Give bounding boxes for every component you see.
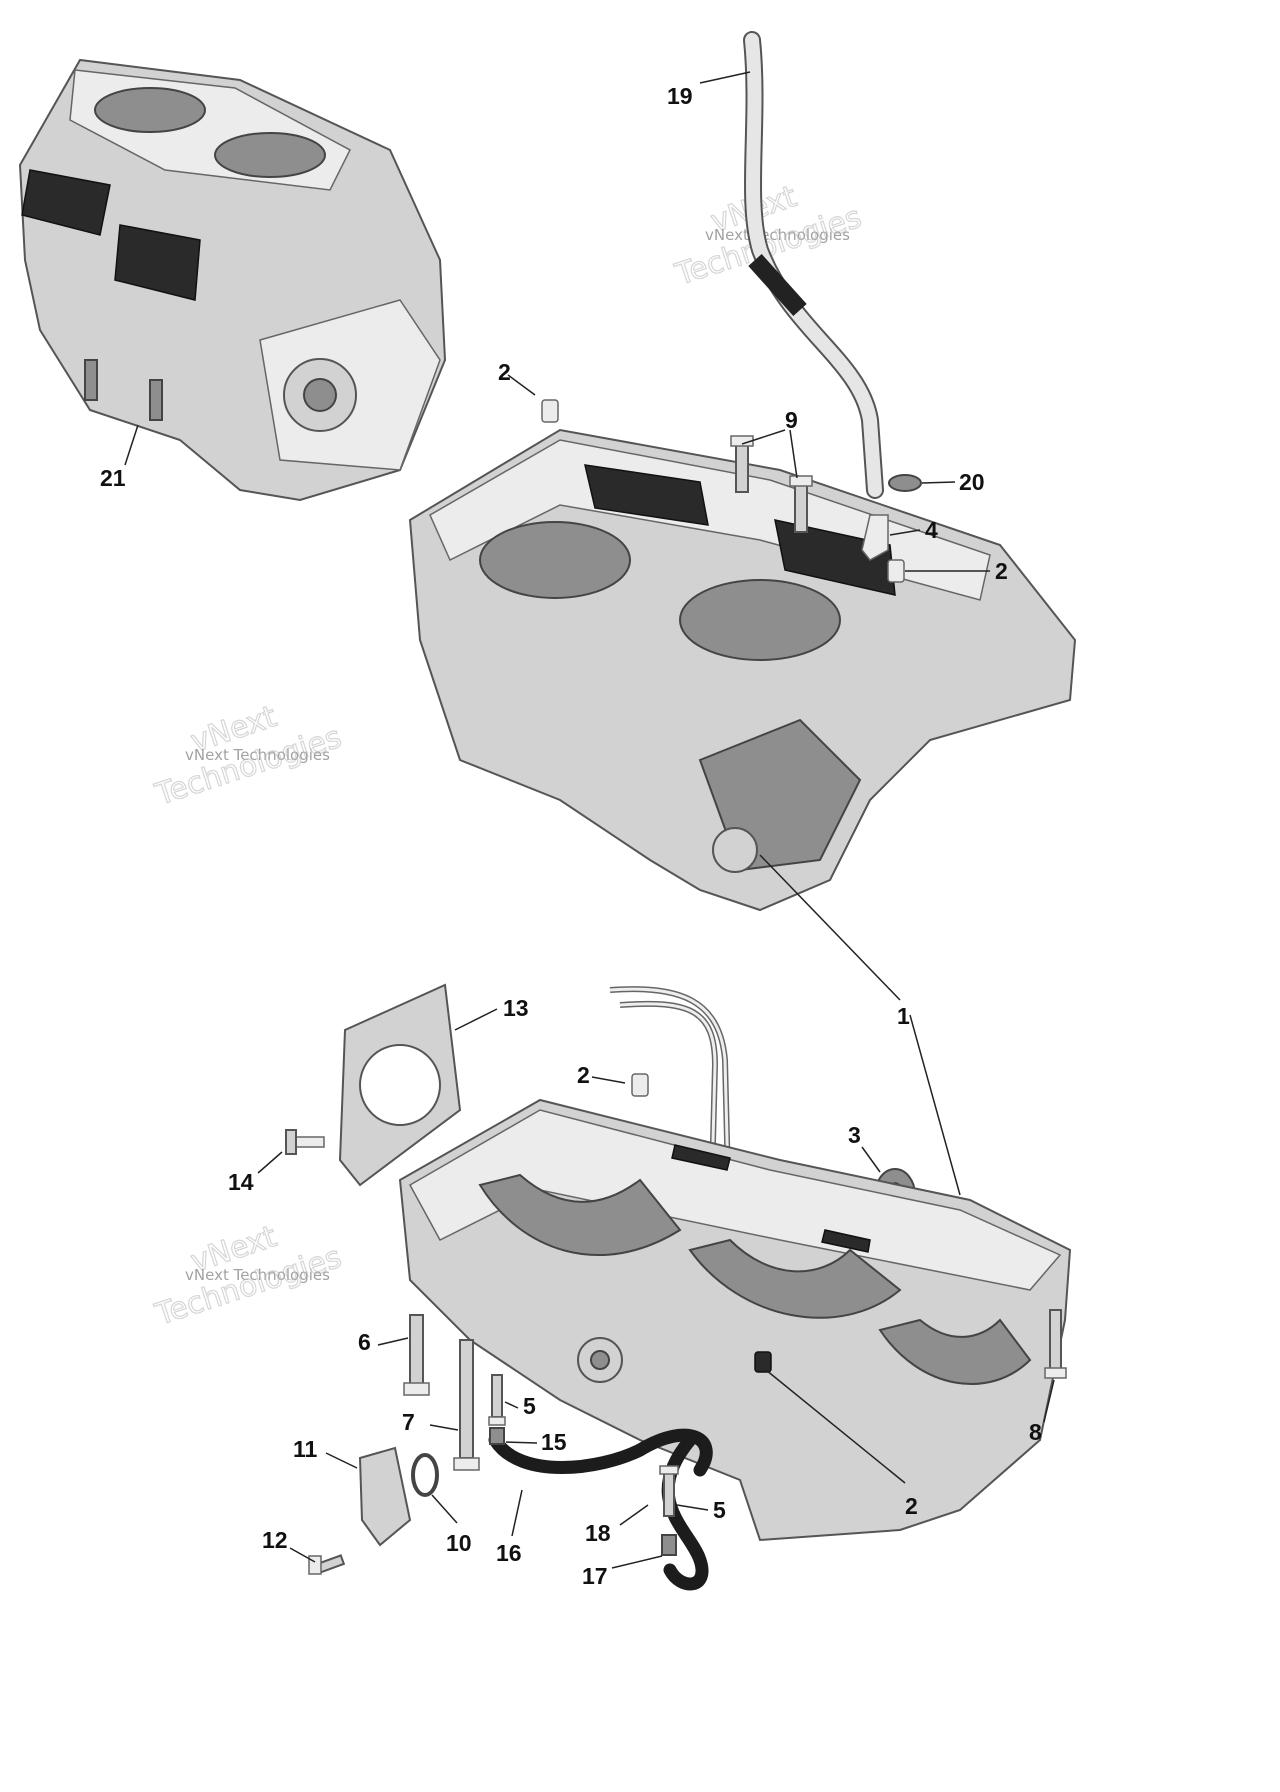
callout-9: 9 — [785, 407, 798, 433]
svg-text:vNext Technologies: vNext Technologies — [185, 746, 330, 764]
callout-12: 12 — [262, 1527, 288, 1553]
callout-20: 20 — [959, 469, 985, 495]
hose-clamp-illustration — [888, 474, 922, 492]
callout-1: 1 — [897, 1003, 910, 1029]
callout-21: 21 — [100, 465, 126, 491]
bolt-7-illustration — [453, 1339, 480, 1471]
cover-11-illustration — [358, 1446, 412, 1547]
oil-tubes-illustration — [609, 986, 731, 1181]
callout-2-bottom: 2 — [905, 1493, 918, 1519]
callout-2-mid: 2 — [577, 1062, 590, 1088]
callout-11: 11 — [293, 1436, 318, 1462]
hose-16-illustration — [488, 1428, 713, 1477]
callout-labels: 19 2 9 20 4 2 21 1 13 2 3 14 6 5 7 11 15… — [100, 83, 1042, 1589]
bolt-8-illustration — [1044, 1309, 1067, 1379]
watermark-bottom-left: vNext vNext Technologies Technologies — [150, 1219, 346, 1334]
svg-text:vNext Technologies: vNext Technologies — [705, 226, 850, 244]
fitting-15-illustration — [489, 1427, 505, 1445]
o-ring-10-illustration — [411, 1453, 439, 1497]
leader-lines — [124, 71, 1055, 1569]
fitting-illustration — [861, 514, 889, 561]
callout-14: 14 — [228, 1169, 254, 1195]
watermark-mid-left: vNext vNext Technologies Technologies — [150, 699, 346, 814]
callout-7: 7 — [402, 1409, 415, 1435]
dowel-pin-mid — [631, 1073, 649, 1097]
callout-18: 18 — [585, 1520, 611, 1546]
dowel-pin-top-right — [887, 559, 905, 583]
gasket-illustration — [338, 983, 462, 1187]
callout-16: 16 — [496, 1540, 522, 1566]
svg-text:vNext Technologies: vNext Technologies — [185, 1266, 330, 1284]
upper-crankcase-illustration — [408, 428, 1077, 912]
callout-17: 17 — [582, 1563, 608, 1589]
callout-10: 10 — [446, 1530, 472, 1556]
bolt-5b-illustration — [659, 1465, 679, 1517]
lower-crankcase-illustration — [398, 1098, 1072, 1542]
callout-5-lower: 5 — [713, 1497, 726, 1523]
callout-2-right: 2 — [995, 558, 1008, 584]
callout-13: 13 — [503, 995, 529, 1021]
callout-6: 6 — [358, 1329, 371, 1355]
callout-19: 19 — [667, 83, 693, 109]
callout-3: 3 — [848, 1122, 861, 1148]
callout-5-upper: 5 — [523, 1393, 536, 1419]
bolt-6-illustration — [403, 1314, 430, 1396]
bolt-12-illustration — [308, 1554, 346, 1575]
bolt-5-illustration — [488, 1374, 506, 1426]
callout-15: 15 — [541, 1429, 567, 1455]
dowel-pin-top-left — [541, 399, 559, 423]
bolts-9-illustration — [730, 435, 813, 533]
callout-2-top: 2 — [498, 359, 511, 385]
engine-assembly-illustration — [18, 58, 447, 502]
callout-8: 8 — [1029, 1419, 1042, 1445]
callout-4: 4 — [925, 517, 938, 543]
breather-hose-illustration — [743, 31, 884, 499]
bolt-14-illustration — [285, 1129, 325, 1155]
fitting-17-illustration — [661, 1534, 677, 1556]
dowel-pin-bottom — [754, 1351, 772, 1373]
